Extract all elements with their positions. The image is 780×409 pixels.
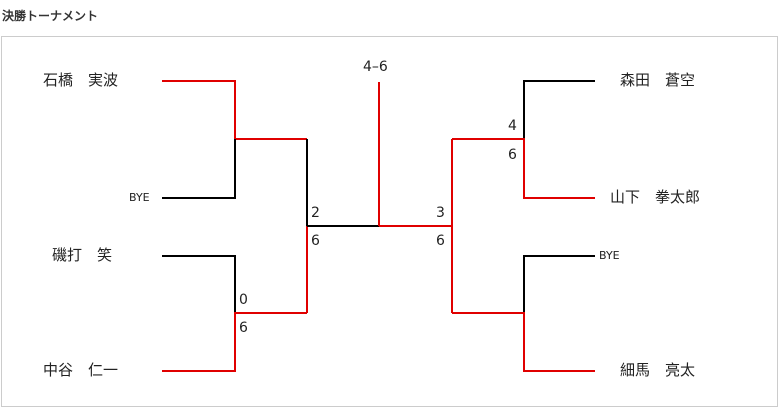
player-right-2: 山下 拳太郎 — [610, 188, 701, 206]
player-left-4: 中谷 仁一 — [43, 361, 119, 379]
score-right-semi-top: 3 — [436, 205, 445, 221]
score-right-semi-bottom: 6 — [436, 233, 445, 249]
player-right-bye: BYE — [599, 249, 620, 262]
score-left-r1-bottom: 6 — [239, 320, 248, 336]
page-title: 決勝トーナメント — [2, 9, 99, 23]
line-right-4-winner — [452, 312, 595, 372]
player-right-1: 森田 蒼空 — [620, 71, 696, 89]
score-right-r1-bottom: 6 — [508, 147, 517, 163]
player-left-bye: BYE — [129, 191, 150, 204]
bracket-frame — [1, 36, 778, 407]
line-right-bye — [523, 255, 595, 313]
score-left-semi-top: 2 — [311, 205, 320, 221]
player-left-1: 石橋 実波 — [43, 71, 119, 89]
score-left-semi-bottom: 6 — [311, 233, 320, 249]
score-left-r1-top: 0 — [239, 292, 248, 308]
final-score: 4–6 — [363, 59, 388, 75]
line-left-bye — [162, 139, 236, 199]
player-right-4: 細馬 亮太 — [620, 361, 696, 379]
line-right-1-loser — [523, 80, 595, 139]
line-left-4-winner — [162, 312, 307, 372]
line-right-2-winner — [452, 138, 595, 199]
score-right-r1-top: 4 — [508, 118, 517, 134]
line-left-1-winner — [162, 80, 307, 140]
player-left-3: 磯打 笑 — [52, 246, 113, 264]
line-left-3-loser — [162, 255, 236, 313]
